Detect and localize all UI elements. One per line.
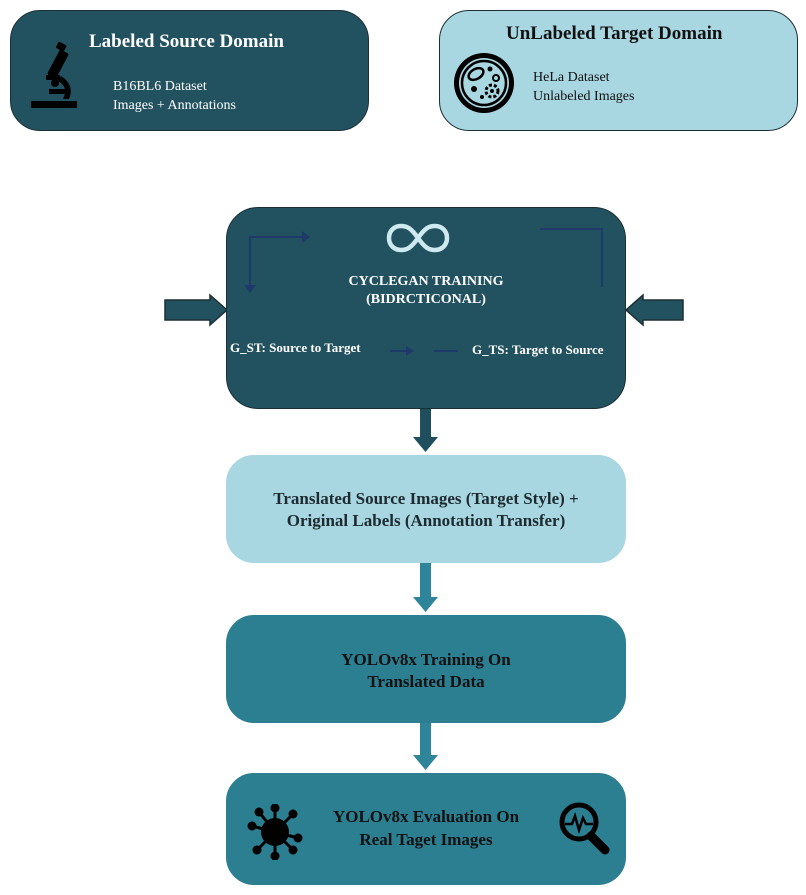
translated-line2: Original Labels (Annotation Transfer) — [286, 511, 566, 530]
yolo-eval-line2: Real Taget Images — [359, 830, 493, 849]
arrow-training-to-eval — [413, 723, 438, 770]
left-inbound-arrow — [164, 293, 229, 327]
generator-st-label: G_ST: Source to Target — [230, 340, 361, 355]
cell-icon — [454, 53, 514, 113]
virus-icon — [247, 804, 303, 860]
source-images-label: Images + Annotations — [113, 98, 236, 113]
yolo-evaluation-box: YOLOv8x Evaluation On Real Taget Images — [226, 773, 626, 885]
translated-images-box: Translated Source Images (Target Style) … — [226, 455, 626, 563]
source-domain-box: Labeled Source Domain B16BL6 Dataset Ima… — [10, 10, 369, 131]
cyclegan-subtitle: (BIDRCTICONAL) — [366, 292, 486, 307]
source-dataset-label: B16BL6 Dataset — [113, 79, 207, 94]
yolo-training-line2: Translated Data — [367, 672, 485, 691]
cyclegan-training-box: CYCLEGAN TRAINING (BIDRCTICONAL) G_ST: S… — [226, 207, 626, 409]
target-images-label: Unlabeled Images — [533, 89, 635, 104]
infinity-icon — [386, 223, 450, 253]
cyclegan-title: CYCLEGAN TRAINING — [348, 274, 504, 289]
cycle-arrow-top-left — [249, 236, 304, 287]
arrow-cyclegan-to-translated — [413, 409, 438, 452]
microscope-icon — [31, 41, 77, 108]
yolo-training-line1: YOLOv8x Training On — [341, 650, 511, 669]
target-domain-title: UnLabeled Target Domain — [506, 23, 723, 44]
yolo-training-box: YOLOv8x Training On Translated Data — [226, 615, 626, 723]
cycle-arrow-top-right — [540, 228, 603, 287]
arrow-translated-to-training — [413, 563, 438, 612]
yolo-eval-line1: YOLOv8x Evaluation On — [332, 807, 520, 826]
magnifier-analysis-icon — [559, 802, 610, 855]
target-domain-box: UnLabeled Target Domain HeLa Dataset Unl… — [439, 10, 798, 131]
source-domain-title: Labeled Source Domain — [89, 31, 284, 52]
cycle-arrows — [244, 228, 603, 356]
right-inbound-arrow — [624, 293, 684, 327]
generator-ts-label: G_TS: Target to Source — [472, 342, 604, 357]
target-dataset-label: HeLa Dataset — [533, 70, 610, 85]
translated-line1: Translated Source Images (Target Style) … — [273, 489, 579, 508]
